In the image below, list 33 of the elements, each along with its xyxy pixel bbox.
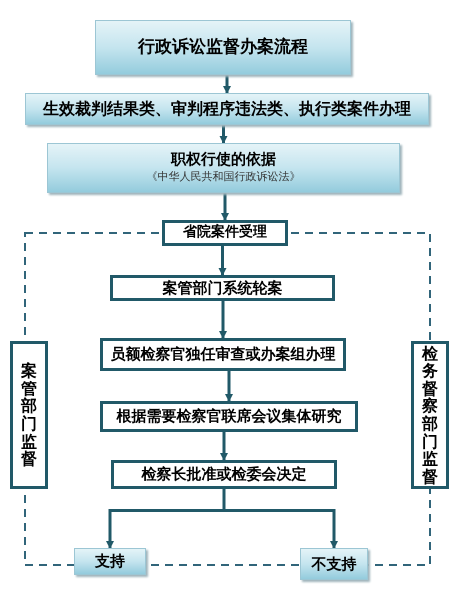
box-text: 行政诉讼监督办案流程 (138, 36, 308, 58)
side-box (411, 341, 449, 489)
process-box (162, 220, 288, 246)
box-text: 检察长批准或检委会决定 (142, 465, 306, 484)
box-text: 职权行使的依据 (171, 150, 276, 170)
box-text: 根据需要检察官联席会议集体研究 (116, 407, 342, 426)
arrow (220, 432, 228, 461)
arrow (219, 301, 227, 339)
process-box (25, 93, 429, 125)
arrow (220, 125, 228, 144)
arrow (218, 246, 226, 276)
box-text: 检务督察部门监督 (422, 344, 438, 486)
process-box (100, 338, 346, 371)
box-text: 支持 (95, 552, 125, 571)
process-box (100, 401, 358, 432)
box-text: 不支持 (312, 554, 356, 574)
process-box (110, 275, 335, 301)
box-text: 员额检察官独任审查或办案组办理 (110, 345, 336, 364)
arrow (221, 193, 229, 221)
box-text: 生效裁判结果类、审判程序违法类、执行类案件办理 (43, 99, 411, 119)
box-subtext: 《中华人民共和国行政诉讼法》 (146, 169, 300, 186)
process-box (47, 143, 400, 193)
process-box (74, 548, 146, 575)
arrow (223, 75, 231, 94)
process-box (111, 460, 337, 489)
process-box (300, 548, 368, 580)
box-text: 省院案件受理 (183, 224, 267, 242)
side-box (10, 341, 48, 489)
arrow (222, 489, 338, 549)
box-text: 案管部门系统轮案 (162, 278, 282, 298)
arrow (225, 371, 233, 402)
process-box (95, 20, 351, 75)
box-text: 案管部门监督 (21, 362, 37, 468)
